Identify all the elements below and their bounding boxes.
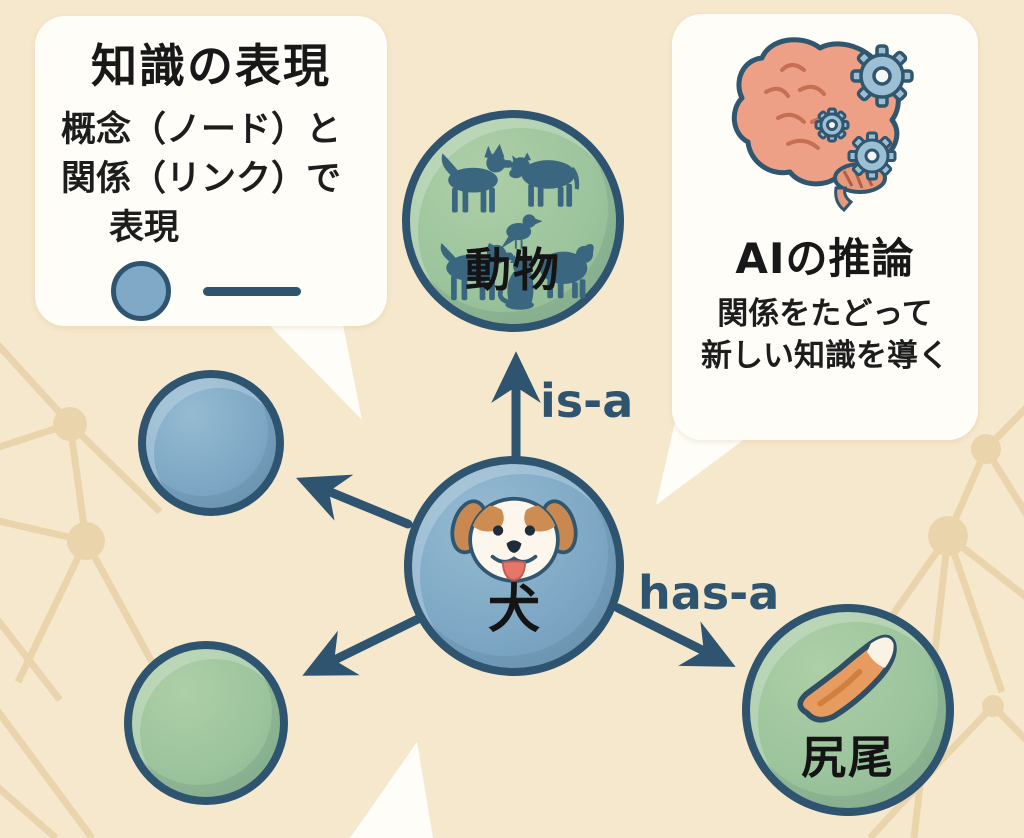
network-pattern (0, 341, 1024, 838)
gear-small (814, 107, 850, 143)
shepherd-dog-silhouette (441, 143, 513, 213)
gear-medium (847, 131, 897, 181)
callout-body: 概念（ノード）と 関係（リンク）で 表現 (61, 106, 387, 253)
edge-has-a (613, 603, 736, 667)
legend (111, 261, 387, 321)
node-dog: 犬 (404, 456, 624, 676)
knowledge-bubble-tail (245, 300, 362, 420)
relation-line-swatch (203, 286, 301, 296)
concept-node-blue (138, 370, 284, 516)
dog-face-icon (450, 496, 578, 583)
cow-silhouette (509, 152, 580, 207)
crow-silhouette (500, 214, 543, 249)
cat-silhouette (497, 254, 535, 310)
node-tail-label: 尻尾 (800, 731, 895, 784)
dog-silhouette (440, 243, 513, 301)
callout-body: 関係をたどって 新しい知識を導く (672, 294, 978, 378)
animal-silhouettes-icon (440, 143, 594, 310)
node-circle-swatch (111, 261, 171, 321)
callout-title: 知識の表現 (91, 39, 331, 93)
fox-tail-icon (797, 634, 897, 723)
callout-body-line: 関係をたどって (717, 296, 933, 332)
knowledge-representation-callout: 知識の表現 概念（ノード）と 関係（リンク）で 表現 (35, 16, 387, 326)
callout-body-line: 関係（リンク）で (61, 159, 342, 199)
node-animal: 動物 (402, 110, 624, 332)
callout-title: AIの推論 (735, 234, 915, 283)
node-animal-label: 動物 (465, 243, 561, 297)
edge-label-has-a: has-a (638, 566, 780, 620)
sheep-silhouette (539, 243, 594, 299)
brain-gears-icon (731, 37, 914, 213)
bottom-bubble-tail (350, 742, 433, 838)
callout-body-line: 概念（ノード）と (61, 110, 342, 150)
node-tail: 尻尾 (742, 604, 954, 816)
edge-label-is-a: is-a (540, 374, 634, 428)
callout-body-line: 新しい知識を導く (701, 337, 949, 374)
edge-to-blue-node (296, 474, 413, 529)
gear-large (850, 44, 914, 108)
callout-body-line: 表現 (109, 208, 180, 248)
concept-node-green (124, 641, 288, 805)
edges (296, 351, 736, 676)
node-dog-label: 犬 (487, 580, 540, 640)
ai-reasoning-callout: AIの推論 関係をたどって 新しい知識を導く (672, 14, 978, 440)
edge-to-green-node (302, 613, 425, 676)
